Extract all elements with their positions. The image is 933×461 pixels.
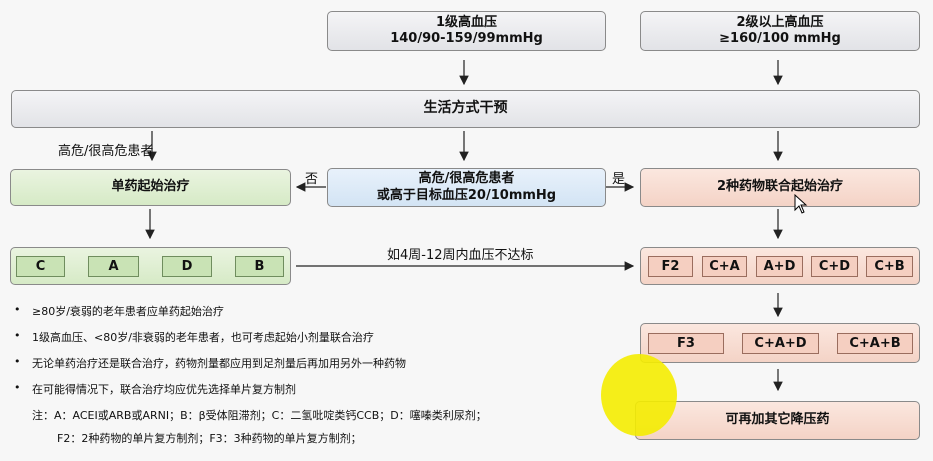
pointer-highlight [601,354,677,436]
f2-option-cd: C+D [811,256,858,277]
single-drug-label: 单药起始治疗 [111,179,190,195]
grade2-range: ≥160/100 mmHg [719,31,841,46]
no-label: 否 [305,172,319,187]
bullet-icon: • [14,355,21,368]
legend-line-1: 注：A：ACEI或ARB或ARNI；B：β受体阻滞剂；C：二氢吡啶类钙CCB；D… [32,409,487,422]
bullet-icon: • [14,381,21,394]
f2-option-ad: A+D [756,256,803,277]
f3-option-label: F3 [648,333,724,354]
note-text: ≥80岁/衰弱的老年患者应单药起始治疗 [32,305,224,318]
f2-option-cb: C+B [866,256,913,277]
decision-line2: 或高于目标血压20/10mmHg [376,187,557,203]
lifestyle-box: 生活方式干预 [11,90,920,128]
legend-line-2: F2：2种药物的单片复方制剂；F3：3种药物的单片复方制剂； [57,432,362,445]
f2-option-ca: C+A [702,256,747,277]
bullet-icon: • [14,329,21,342]
f2-option-label: F2 [648,256,693,277]
final-label: 可再加其它降压药 [725,412,830,428]
grade1-range: 140/90-159/99mmHg [390,31,543,46]
grade2-box: 2级以上高血压 ≥160/100 mmHg [640,11,920,51]
f3-option-cad: C+A+D [742,333,819,354]
mono-option-d: D [162,256,212,277]
notes-section: • ≥80岁/衰弱的老年患者应单药起始治疗 • 1级高血压、<80岁/非衰弱的老年患… [14,303,487,453]
mono-option-c: C [16,256,65,277]
bullet-icon: • [14,303,21,316]
grade1-box: 1级高血压 140/90-159/99mmHg [327,11,606,51]
note-text: 无论单药治疗还是联合治疗，药物剂量都应用到足剂量后再加用另外一种药物 [32,357,406,370]
lifestyle-label: 生活方式干预 [423,100,508,117]
grade2-title: 2级以上高血压 [736,14,824,30]
note-item: • 在可能得情况下，联合治疗均应优先选择单片复方制剂 [14,381,487,407]
timing-label: 如4周-12周内血压不达标 [387,248,534,263]
note-item: • 1级高血压、<80岁/非衰弱的老年患者，也可考虑起始小剂量联合治疗 [14,329,487,355]
single-drug-box: 单药起始治疗 [10,169,291,206]
note-item: • 无论单药治疗还是联合治疗，药物剂量都应用到足剂量后再加用另外一种药物 [14,355,487,381]
decision-line1: 高危/很高危患者 [418,171,515,187]
decision-box: 高危/很高危患者 或高于目标血压20/10mmHg [327,168,606,207]
two-drug-box: 2种药物联合起始治疗 [640,168,920,207]
mouse-cursor-icon [794,194,808,214]
yes-label: 是 [612,172,626,187]
two-drug-label: 2种药物联合起始治疗 [716,179,844,195]
high-risk-side-label: 高危/很高危患者 [58,144,154,159]
grade1-title: 1级高血压 [435,14,498,30]
final-box: 可再加其它降压药 [635,401,920,440]
mono-option-a: A [88,256,139,277]
f3-option-cab: C+A+B [837,333,913,354]
mono-option-b: B [235,256,284,277]
note-item: • ≥80岁/衰弱的老年患者应单药起始治疗 [14,303,487,329]
note-text: 在可能得情况下，联合治疗均应优先选择单片复方制剂 [32,383,296,396]
note-text: 1级高血压、<80岁/非衰弱的老年患者，也可考虑起始小剂量联合治疗 [32,331,374,344]
